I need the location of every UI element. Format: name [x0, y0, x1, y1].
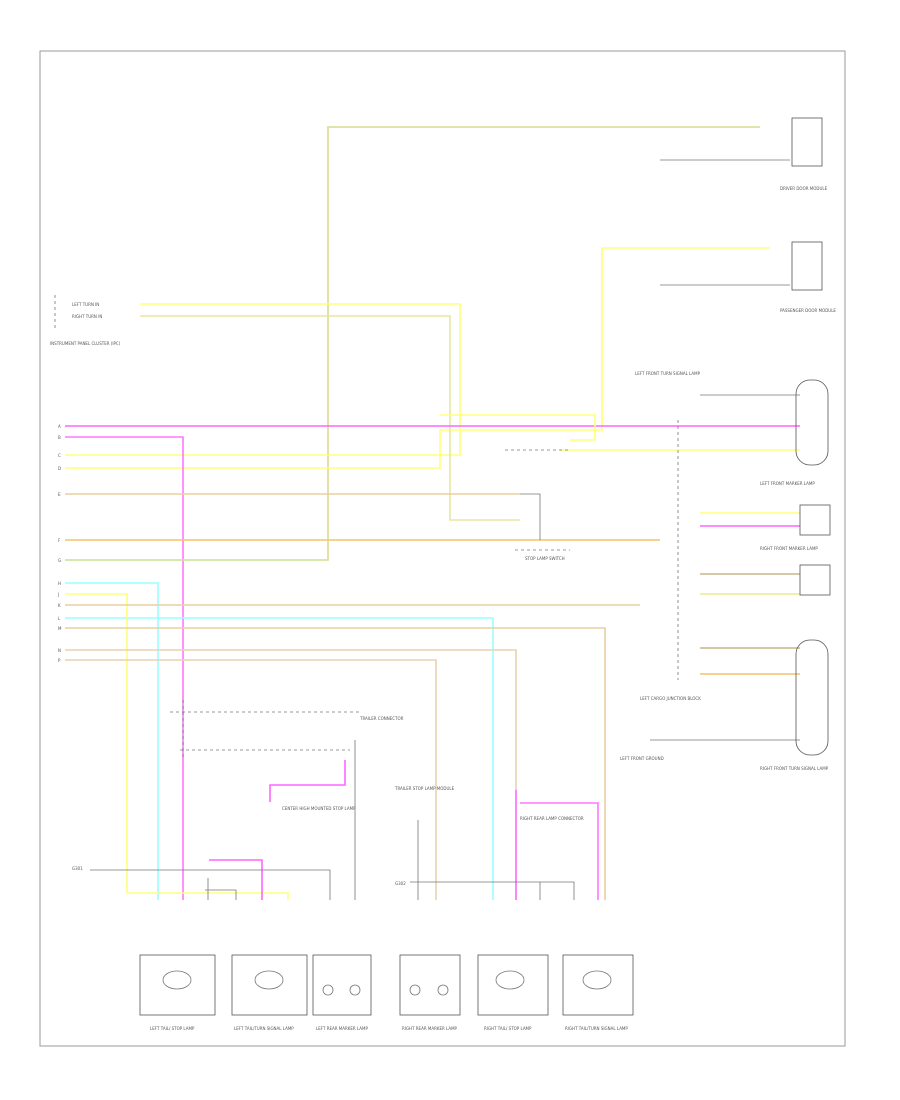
pin-label: B — [58, 435, 61, 440]
pin-label: A — [58, 424, 61, 429]
pin-label: F — [58, 538, 61, 543]
right-tail-stop-bulb-icon — [495, 970, 525, 990]
passenger-door-module — [791, 241, 823, 291]
left-tail-turn-bulb-icon — [254, 970, 284, 990]
label-right-tail-turn: RIGHT TAIL/TURN SIGNAL LAMP — [565, 1026, 628, 1031]
label-left-tail-stop: LEFT TAIL/ STOP LAMP — [150, 1026, 195, 1031]
wire-magenta-lower-left — [209, 859, 263, 900]
label-right-rear-marker: RIGHT REAR MARKER LAMP — [402, 1026, 458, 1031]
wire-tan-3 — [65, 627, 606, 900]
pin-label: P — [58, 658, 61, 663]
pin-label: K — [58, 603, 61, 608]
rear-lamps — [139, 954, 634, 1016]
label-ground-left: G301 — [72, 866, 83, 871]
diagram-frame — [39, 50, 846, 1047]
wire-tan-5 — [65, 659, 437, 900]
left-rear-marker-lamp — [312, 954, 372, 1016]
right-tail-turn-bulb-icon — [582, 970, 612, 990]
left-tail-turn-lamp — [231, 954, 308, 1016]
label-center-stop: CENTER HIGH MOUNTED STOP LAMP — [282, 806, 356, 811]
label-lf-ground: LEFT FRONT GROUND — [620, 756, 664, 761]
left-front-marker-lamp-box — [799, 504, 831, 536]
wire-gray-1 — [90, 869, 331, 900]
right-tail-turn-lamp — [562, 954, 634, 1016]
pin-label: G — [58, 558, 61, 563]
pin-label: H — [58, 581, 61, 586]
right-rear-marker-lamp — [399, 954, 461, 1016]
label-left-front-turn: LEFT FRONT TURN SIGNAL LAMP — [635, 371, 701, 376]
labels: LEFT TURN IN RIGHT TURN IN INSTRUMENT PA… — [50, 186, 836, 1031]
label-ground-right: G302 — [395, 881, 406, 886]
pin-label: N — [58, 648, 61, 653]
label-instrument-cluster: INSTRUMENT PANEL CLUSTER (IPC) — [50, 341, 121, 346]
wire-yellow-cluster-1 — [65, 303, 461, 456]
pin-label: D — [58, 466, 61, 471]
pin-label: M — [58, 626, 62, 631]
label-passenger-door: PASSENGER DOOR MODULE — [780, 308, 836, 313]
label-cluster-bottom: RIGHT TURN IN — [72, 314, 102, 319]
pin-label: C — [58, 453, 61, 458]
connector-dividers — [170, 420, 679, 760]
label-left-tail-turn: LEFT TAIL/TURN SIGNAL LAMP — [234, 1026, 294, 1031]
pin-label: E — [58, 492, 61, 497]
wire-cyan-2 — [65, 617, 494, 900]
left-tail-stop-bulb-icon — [162, 970, 192, 990]
pin-label: L — [58, 616, 61, 621]
wire-cyan-1 — [65, 582, 159, 900]
label-stop-lamp-switch: STOP LAMP SWITCH — [525, 556, 565, 561]
left-marker-bulb-icon-1 — [322, 984, 334, 996]
wire-gray-3 — [205, 889, 237, 900]
wire-yellow-cluster-2 — [140, 315, 520, 521]
wire-magenta-right-low2 — [520, 802, 599, 900]
label-right-tail-stop: RIGHT TAIL/ STOP LAMP — [484, 1026, 532, 1031]
label-right-front-turn: RIGHT FRONT TURN SIGNAL LAMP — [760, 766, 829, 771]
label-right-rear-connector: RIGHT REAR LAMP CONNECTOR — [520, 816, 584, 821]
left-tail-stop-lamp — [139, 954, 216, 1016]
wire-tan-4 — [65, 649, 517, 790]
label-left-rear-marker: LEFT REAR MARKER LAMP — [316, 1026, 368, 1031]
wire-yellow-left-down — [65, 593, 289, 900]
wire-olive-top — [65, 126, 760, 561]
wire-gray-5 — [410, 881, 575, 900]
right-front-turn-lamp-box — [795, 639, 829, 756]
wire-gray-stop — [520, 493, 541, 540]
label-cluster-top: LEFT TURN IN — [72, 302, 99, 307]
driver-door-module — [791, 117, 823, 167]
right-tail-stop-lamp — [477, 954, 549, 1016]
label-junction-block: LEFT CARGO JUNCTION BLOCK — [640, 696, 701, 701]
right-front-marker-lamp-box — [799, 564, 831, 596]
pin-labels: A B C D E F G H J K LM NP — [57, 424, 62, 663]
label-left-front-marker: LEFT FRONT MARKER LAMP — [760, 481, 815, 486]
right-marker-bulb-icon-2 — [437, 984, 449, 996]
wire-magenta-center — [269, 760, 346, 802]
wire-yellow-mid — [65, 247, 770, 469]
left-marker-bulb-icon-2 — [349, 984, 361, 996]
label-trailer-module: TRAILER STOP LAMP MODULE — [394, 786, 455, 791]
right-modules — [791, 117, 831, 756]
label-trailer-connector: TRAILER CONNECTOR — [359, 716, 404, 721]
left-front-turn-lamp-box — [795, 379, 829, 466]
wire-yellow-right-top — [440, 414, 596, 441]
label-driver-door: DRIVER DOOR MODULE — [780, 186, 828, 191]
wires — [65, 126, 800, 900]
pin-label: J — [57, 592, 59, 597]
label-right-front-marker: RIGHT FRONT MARKER LAMP — [760, 546, 818, 551]
right-marker-bulb-icon-1 — [409, 984, 421, 996]
wire-magenta-second — [65, 436, 184, 900]
